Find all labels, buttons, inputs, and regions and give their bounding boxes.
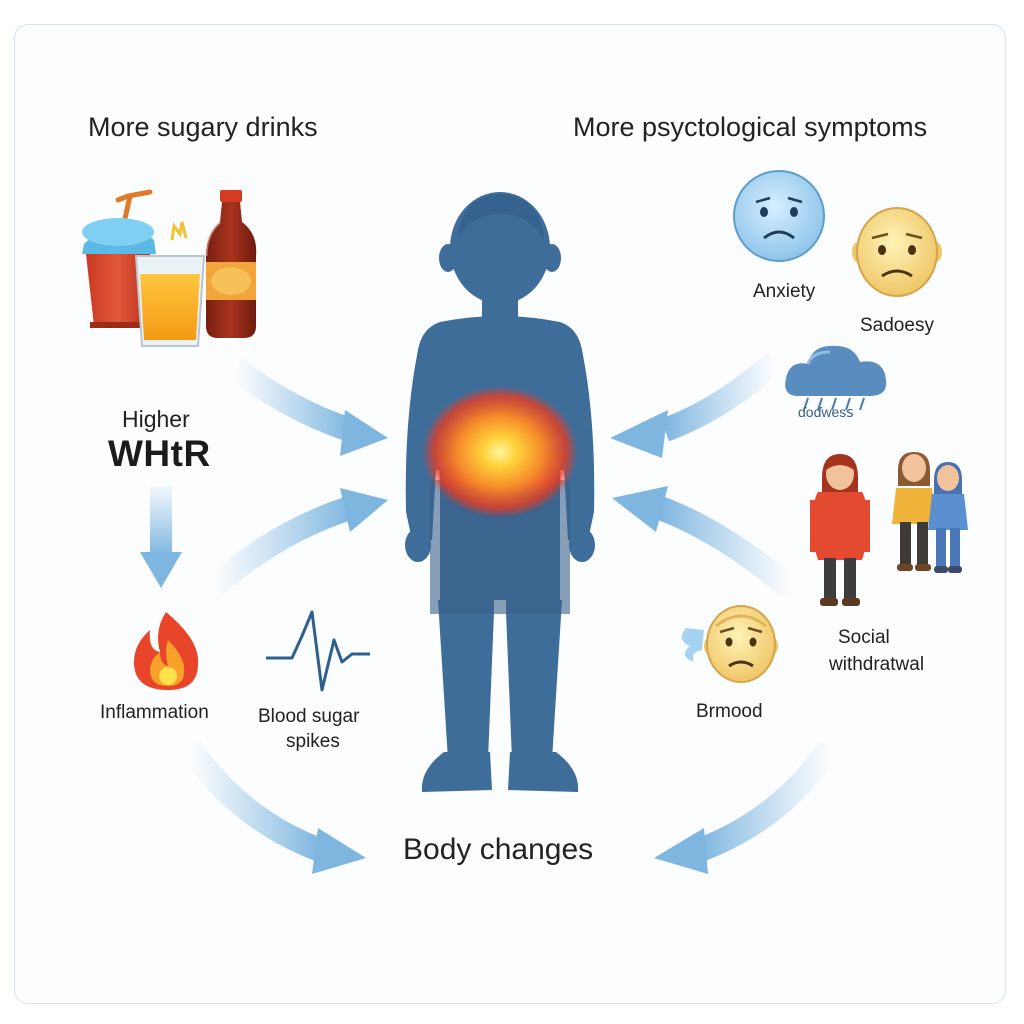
arrow-whtr-down (140, 486, 182, 588)
worried-face-icon (852, 207, 942, 297)
label-sadness: Sadoesy (860, 315, 934, 336)
metric-higher-label: Higher (122, 406, 190, 432)
label-anxiety: Anxiety (753, 281, 816, 302)
label-cloud: ɗoɗwesꜱ (798, 404, 854, 420)
metric-whtr-label: WHtR (108, 433, 211, 474)
label-social-line1: Social (838, 627, 890, 648)
arrow-left-to-footer (180, 741, 366, 874)
label-social-line2: withdratwal (829, 654, 925, 675)
belly-inflammation-glow (422, 386, 578, 518)
sad-face-icon (733, 170, 825, 262)
label-bad-mood: Brmood (696, 701, 763, 722)
arrow-drinks-to-body (227, 358, 388, 456)
heartbeat-icon (266, 610, 370, 692)
cloud-rain-icon (785, 345, 887, 411)
bad-mood-face-icon (681, 605, 778, 683)
label-inflammation: Inflammation (100, 702, 209, 723)
people-icon (810, 452, 968, 606)
header-psych-symptoms: More psyctological symptoms (573, 112, 928, 142)
arrow-symptoms-to-body (610, 352, 783, 458)
drinks-icon (82, 189, 257, 347)
arrow-right-to-footer (654, 741, 840, 874)
arrow-metric-to-body (207, 488, 388, 595)
footer-body-changes: Body changes (403, 833, 594, 866)
label-blood-sugar-line1: Blood sugar (258, 706, 360, 727)
arrow-social-to-body (612, 486, 798, 598)
label-blood-sugar-line2: spikes (286, 731, 340, 752)
flame-icon (134, 612, 199, 690)
header-sugary-drinks: More sugary drinks (88, 112, 318, 142)
